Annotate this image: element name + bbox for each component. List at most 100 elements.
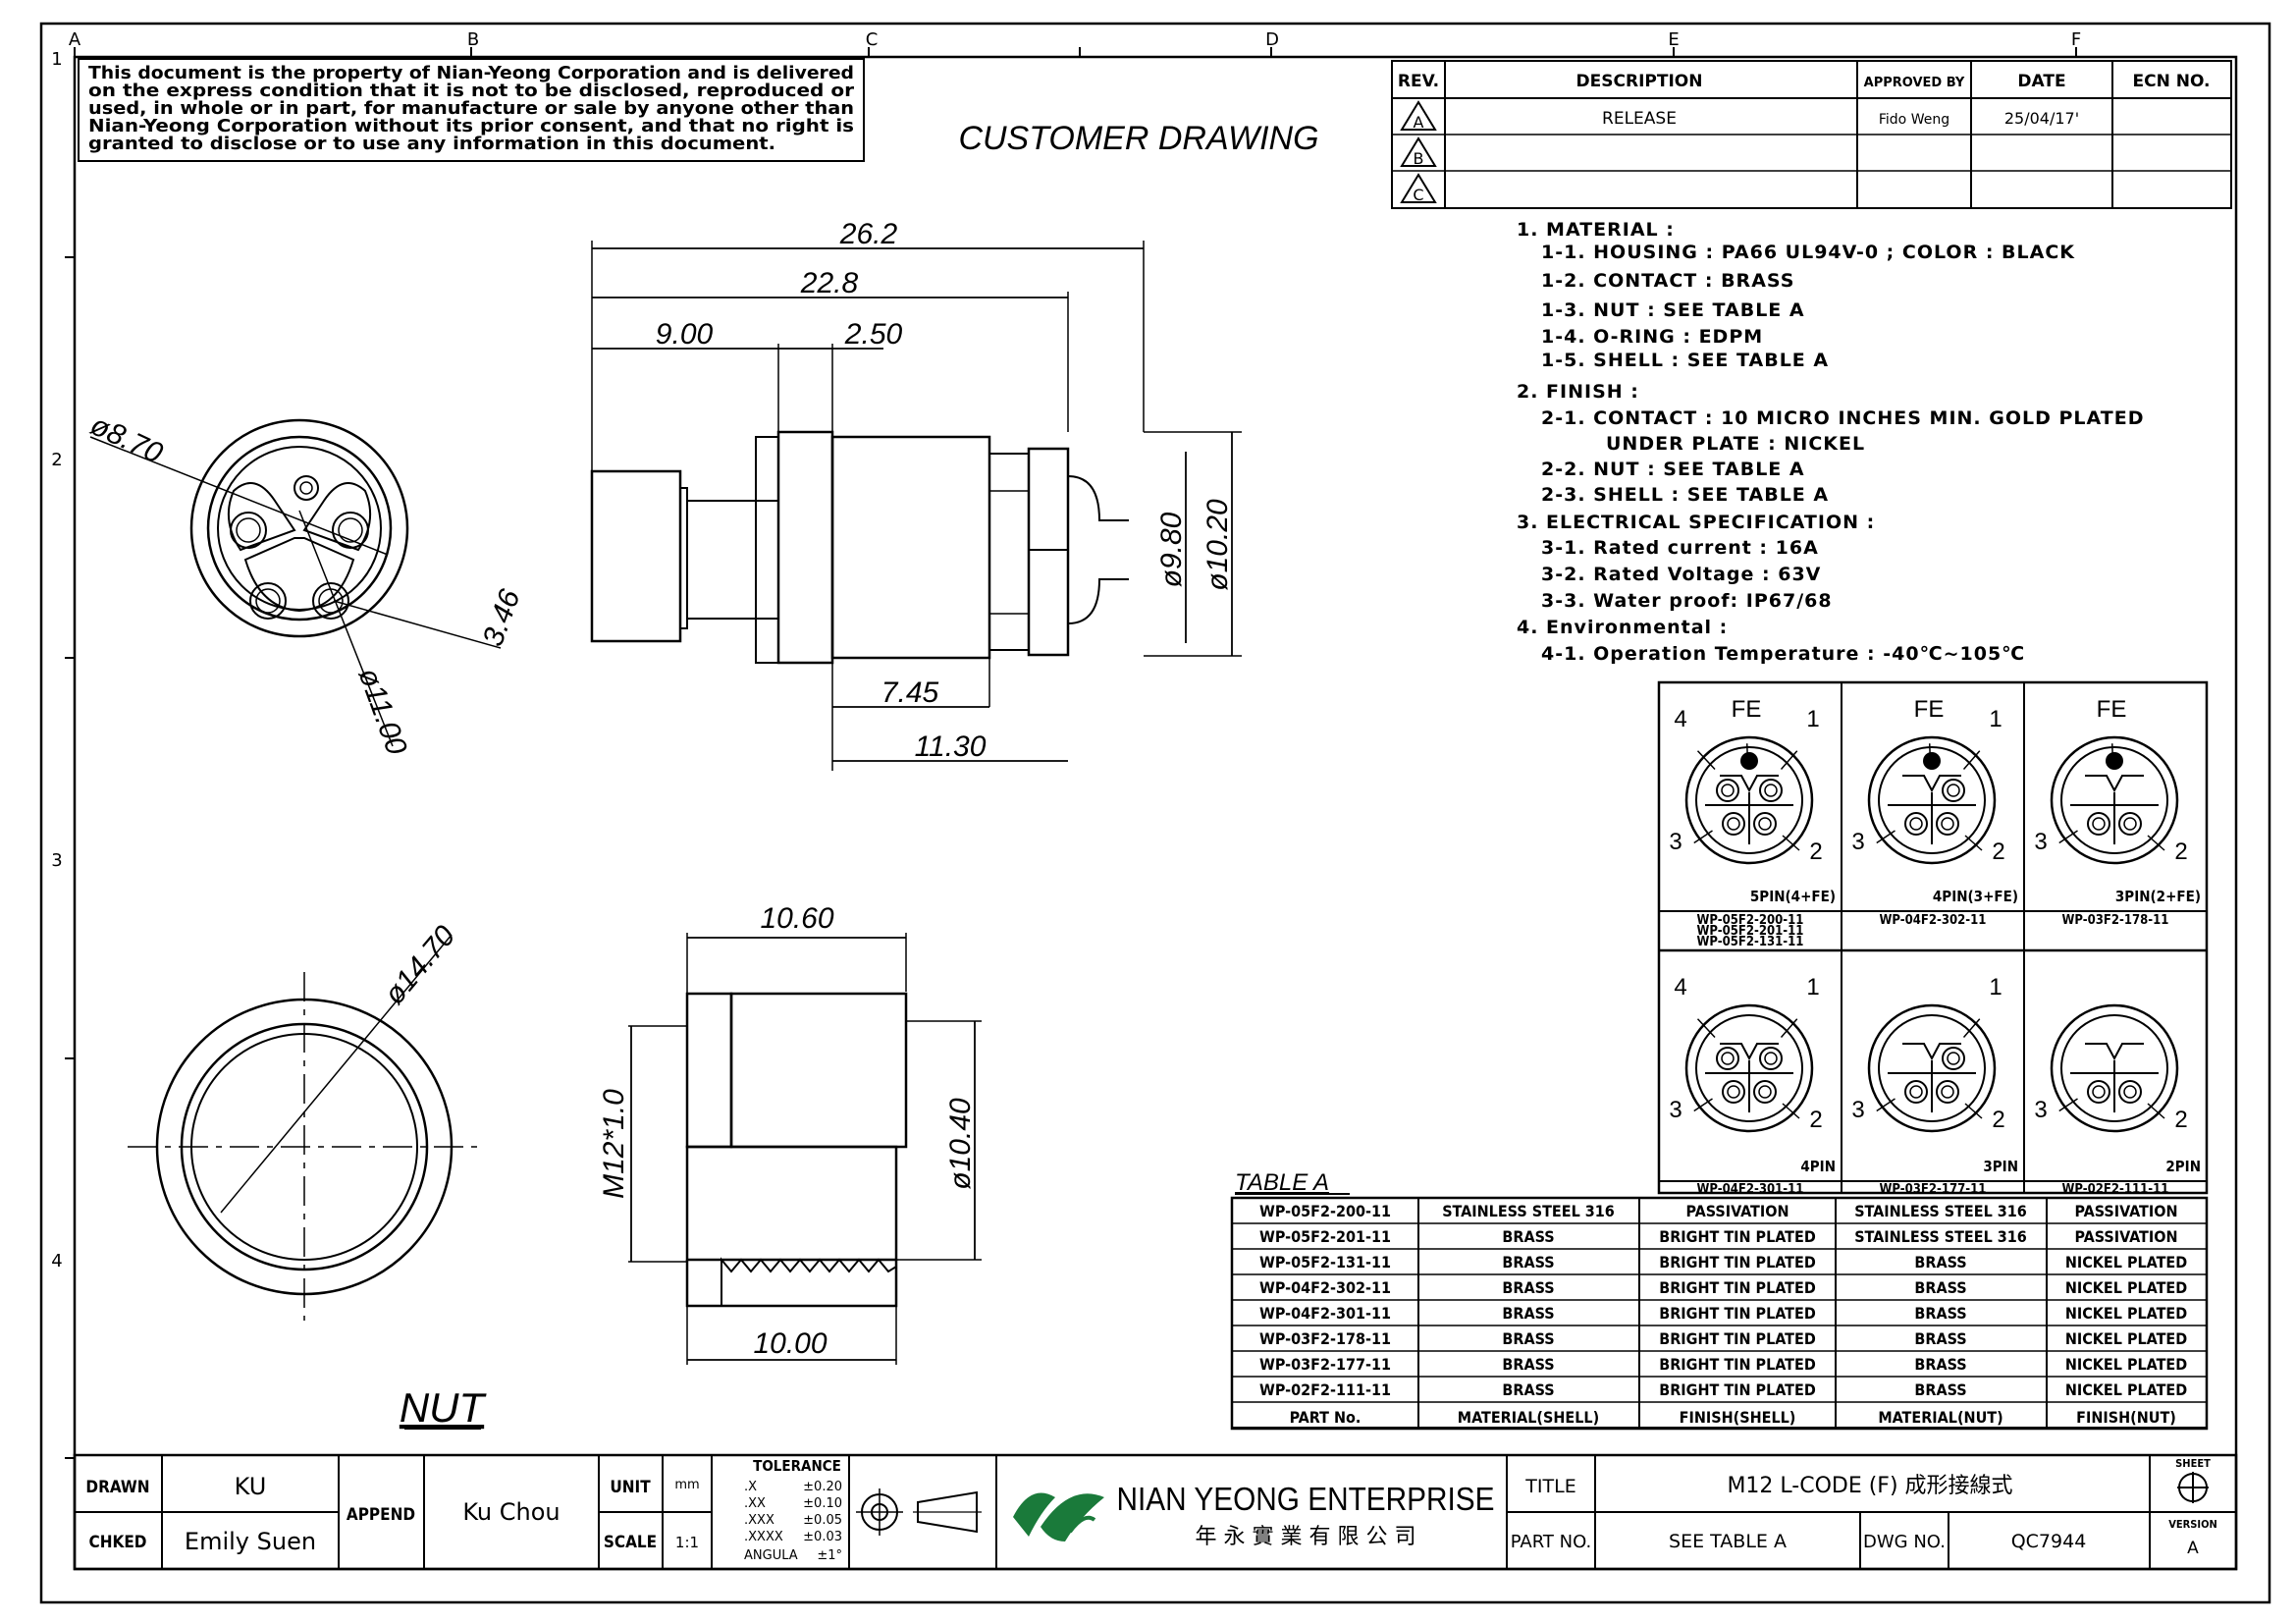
col-label-a: A [69,29,81,50]
sheet-label: SHEET [2175,1457,2211,1470]
tol-val: ±1° [817,1548,842,1563]
pin-config-part-no: WP-02F2-111-11 [2062,1182,2169,1197]
dwgno-value: QC7944 [2011,1531,2087,1552]
dim-9-00: 9.00 [656,318,714,351]
dim-10-20: ø10.20 [1201,499,1234,591]
table-cell: BRASS [1914,1253,1966,1271]
pin-number-label: 3 [2034,829,2047,855]
table-a-title: TABLE A [1235,1169,1329,1196]
dim-3-46: 3.46 [477,585,527,650]
table-cell: BRASS [1502,1227,1554,1246]
table-cell: BRIGHT TIN PLATED [1659,1380,1816,1399]
pin-config-part-no: WP-04F2-302-11 [1880,913,1987,928]
table-cell: BRASS [1914,1380,1966,1399]
notice-line: on the express condition that it is not … [88,81,854,101]
row-label-3: 3 [51,850,62,871]
rev-triangle-c [1400,173,1437,203]
pin-config-part-no: WP-03F2-178-11 [2062,913,2169,928]
rev-header: ECN NO. [2133,72,2211,91]
connector-front-view: ø8.70 3.46 ø11.00 [85,408,527,759]
drawn-label: DRAWN [85,1478,149,1497]
dim-14-70: ø14.70 [378,919,462,1010]
table-cell: WP-05F2-201-11 [1259,1227,1391,1246]
rev-letter: B [1414,149,1424,168]
dim-10-00: 10.00 [753,1327,827,1360]
spec-line: 3-2. Rated Voltage : 63V [1541,564,1821,585]
pin-number-label: 3 [2034,1097,2047,1123]
tol-key: .XX [744,1496,766,1511]
tol-key: .X [744,1480,757,1494]
table-cell: BRASS [1502,1380,1554,1399]
table-cell: WP-03F2-177-11 [1259,1355,1391,1374]
notice-line: granted to disclose or to use any inform… [88,134,775,154]
projection-symbol-icon [856,1488,982,1536]
pin-number-label: 1 [1806,974,1819,1001]
table-cell: BRASS [1914,1329,1966,1348]
spec-line: 2-2. NUT : SEE TABLE A [1541,459,1805,480]
dim-26-2: 26.2 [839,218,898,250]
rev-letter: A [1414,113,1424,132]
table-header-cell: MATERIAL(SHELL) [1458,1408,1599,1427]
pin-number-label: 3 [1669,829,1682,855]
table-header-row: PART No.MATERIAL(SHELL)FINISH(SHELL)MATE… [1290,1408,2176,1427]
dim-9-80: ø9.80 [1155,512,1188,587]
pin-number-label: 3 [1669,1097,1682,1123]
col-label-b: B [467,29,479,50]
pin-number-label: 2 [2174,839,2187,865]
table-cell: NICKEL PLATED [2065,1278,2187,1297]
table-cell: NICKEL PLATED [2065,1355,2187,1374]
tolerance-label: TOLERANCE [753,1457,841,1475]
pin-number-label: 4 [1674,706,1686,732]
table-cell: PASSIVATION [1686,1202,1789,1220]
spec-line: 2-3. SHELL : SEE TABLE A [1541,484,1829,506]
revision-table: REV. DESCRIPTION APPROVED BY DATE ECN NO… [1391,60,2232,209]
pin-config-label: 5PIN(4+FE) [1750,888,1836,905]
pin-config-part-no: WP-03F2-177-11 [1880,1182,1987,1197]
pin-config-grid [1657,680,2209,1195]
version-label: VERSION [2168,1518,2217,1531]
pin-number-label: FE [2097,696,2127,723]
dim-2-50: 2.50 [844,318,903,351]
spec-line: 4-1. Operation Temperature : -40℃~105℃ [1541,643,2025,665]
dim-m12: M12*1.0 [598,1089,630,1199]
dim-11-00: ø11.00 [351,664,412,759]
spec-line: 2. FINISH : [1517,381,1639,403]
pin-config-label: 3PIN(2+FE) [2115,888,2201,905]
dwgno-label: DWG NO. [1863,1532,1946,1552]
notice-line: Nian-Yeong Corporation without its prior… [88,116,854,136]
drawn-value: KU [235,1473,267,1500]
pin-number-label: 2 [1809,1107,1822,1133]
tol-val: ±0.10 [803,1496,842,1511]
spec-line: 1-5. SHELL : SEE TABLE A [1541,350,1829,371]
table-cell: BRIGHT TIN PLATED [1659,1304,1816,1323]
spec-line: 4. Environmental : [1517,617,1728,638]
notice-line: This document is the property of Nian-Ye… [88,63,854,83]
pin-number-label: FE [1914,696,1945,723]
table-cell: BRIGHT TIN PLATED [1659,1355,1816,1374]
tol-key: .XXXX [744,1530,783,1544]
table-cell: PASSIVATION [2075,1202,2178,1220]
outer-border [39,22,2271,1604]
rev-triangle-a [1400,100,1437,131]
nut-label: NUT [400,1384,488,1431]
pin-number-label: 2 [2174,1107,2187,1133]
table-cell: BRIGHT TIN PLATED [1659,1227,1816,1246]
nut-front-view: ø14.70 [128,919,481,1321]
scale-label: SCALE [604,1533,657,1552]
column-markers: A B C D E F [69,29,2081,57]
pin-number-label: 1 [1989,706,2002,732]
company-name: NIAN YEONG ENTERPRISE [1117,1481,1495,1517]
dim-10-60: 10.60 [760,902,833,935]
version-value: A [2187,1539,2199,1558]
col-label-c: C [866,29,879,50]
table-cell: BRASS [1502,1304,1554,1323]
nut-side-view: 10.60 10.00 M12*1.0 ø10.40 [598,902,982,1365]
checked-value: Emily Suen [185,1528,316,1555]
dim-11-30: 11.30 [915,730,987,763]
pin-number-label: 4 [1674,974,1686,1001]
spec-line: UNDER PLATE : NICKEL [1606,433,1865,455]
